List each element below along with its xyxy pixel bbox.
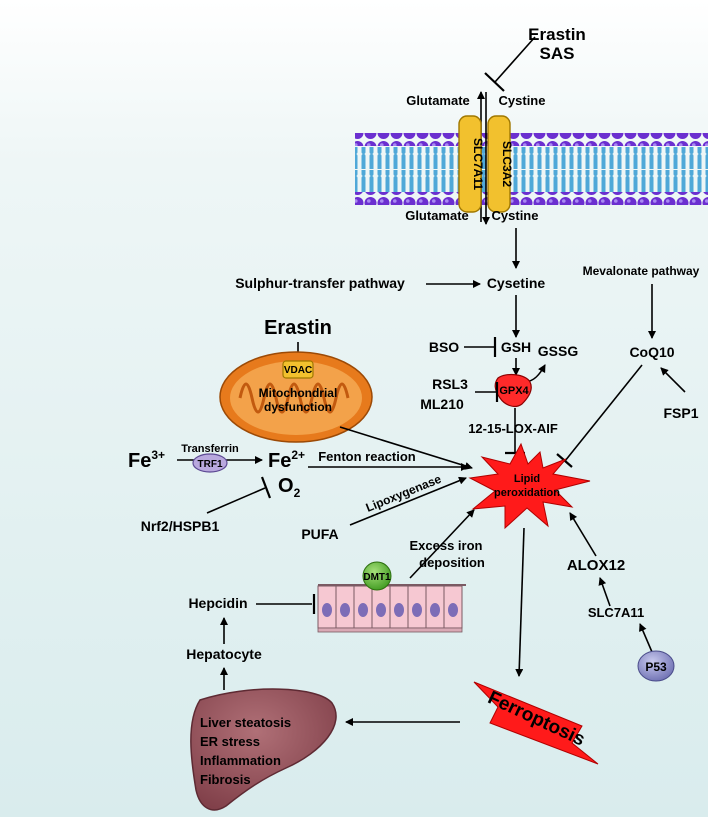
excess-iron-label-1: Excess iron	[410, 538, 483, 553]
fenton-label: Fenton reaction	[318, 449, 416, 464]
sulphur-transfer-label: Sulphur-transfer pathway	[235, 275, 405, 291]
coq10-inhibition-line	[564, 364, 643, 462]
inhibition-bar-erastin-sas	[484, 72, 505, 92]
nrf2-label: Nrf2/HSPB1	[141, 518, 220, 534]
coq10-label: CoQ10	[629, 344, 674, 360]
fsp1-label: FSP1	[663, 405, 698, 421]
transferrin-label: Transferrin	[181, 443, 239, 455]
er-stress-label: ER stress	[200, 734, 260, 749]
gsh-label: GSH	[501, 339, 531, 355]
mito-to-lipid-arrow	[339, 426, 473, 470]
glutamate-in-label: Glutamate	[405, 208, 469, 223]
trf1-receptor	[192, 453, 228, 473]
rsl3-label: RSL3	[432, 376, 468, 392]
hepatocyte-label: Hepatocyte	[186, 646, 262, 662]
cysetine-label: Cysetine	[487, 275, 546, 291]
mito-dysfunction-label-2: dysfunction	[264, 400, 332, 414]
inhibition-line-erastin-sas	[494, 36, 536, 83]
fe2-superscript: 2+	[291, 448, 305, 462]
slc7a11-transporter	[458, 115, 482, 213]
fe3-label: Fe3+	[128, 448, 165, 472]
ferroptosis-bolt	[473, 681, 599, 765]
mito-dysfunction-label-1: Mitochondrial	[259, 386, 338, 400]
p53-to-slc7a11-arrow	[639, 623, 653, 653]
cystine-out-label: Cystine	[499, 93, 546, 108]
ml210-label: ML210	[420, 396, 464, 412]
slc3a2-transporter	[487, 115, 511, 213]
cell-membrane	[355, 133, 708, 205]
slc7a11-to-alox12-arrow	[598, 577, 611, 607]
trf1-label: TRF1	[198, 459, 223, 470]
glutamate-out-label: Glutamate	[406, 93, 470, 108]
slc7a11-label: SLC7A11	[471, 138, 485, 190]
liver-steatosis-label: Liver steatosis	[200, 715, 291, 730]
alox12-label: ALOX12	[567, 557, 625, 574]
dmt1-label: DMT1	[363, 572, 391, 583]
o2-label: O2	[278, 475, 301, 500]
fe2-label: Fe2+	[268, 448, 305, 472]
mitochondrion	[219, 351, 373, 443]
fe2-base: Fe	[268, 450, 291, 472]
excess-iron-to-lipid-arrow	[409, 509, 475, 579]
p53-protein	[637, 650, 675, 682]
mevalonate-label: Mevalonate pathway	[583, 264, 700, 278]
nrf2-inhibition-bar	[260, 476, 272, 499]
p53-label: P53	[645, 660, 667, 674]
slc3a2-label: SLC3A2	[500, 141, 514, 187]
lipid-to-ferroptosis-arrow	[515, 527, 525, 677]
enterocyte-layer	[317, 584, 466, 633]
sas-label: SAS	[540, 44, 575, 63]
hepcidin-label: Hepcidin	[188, 595, 247, 611]
excess-iron-label-2: deposition	[419, 555, 485, 570]
gpx4-label: GPX4	[499, 385, 529, 397]
vdac-label: VDAC	[284, 365, 312, 376]
erastin-mito-label: Erastin	[264, 317, 332, 339]
fibrosis-label: Fibrosis	[200, 772, 251, 787]
fsp1-to-coq10-arrow	[660, 367, 686, 393]
o2-subscript: 2	[294, 486, 301, 500]
fe3-superscript: 3+	[151, 448, 165, 462]
alox12-to-lipid-arrow	[569, 512, 597, 557]
bso-label: BSO	[429, 339, 459, 355]
lipid-peroxidation-star	[468, 442, 591, 530]
fe3-base: Fe	[128, 450, 151, 472]
vdac-channel	[282, 360, 314, 379]
lipid-peroxidation-label-1: Lipid	[514, 473, 540, 485]
o2-base: O	[278, 475, 294, 497]
liver-illustration	[190, 688, 337, 811]
lipoxygenase-label: Lipoxygenase	[364, 472, 444, 515]
dmt1-transporter	[362, 561, 392, 591]
inflammation-label: Inflammation	[200, 753, 281, 768]
pufa-to-lipid-arrow	[349, 476, 467, 526]
erastin-top-label: Erastin	[528, 25, 586, 44]
gssg-label: GSSG	[538, 343, 579, 359]
slc7a11-p53-label: SLC7A11	[588, 605, 644, 620]
nrf2-inhibition-line	[206, 487, 266, 514]
lox-aif-label: 12-15-LOX-AIF	[468, 421, 558, 436]
lipid-peroxidation-label-2: peroxidation	[494, 487, 560, 499]
pufa-label: PUFA	[301, 526, 338, 542]
cystine-in-label: Cystine	[492, 208, 539, 223]
